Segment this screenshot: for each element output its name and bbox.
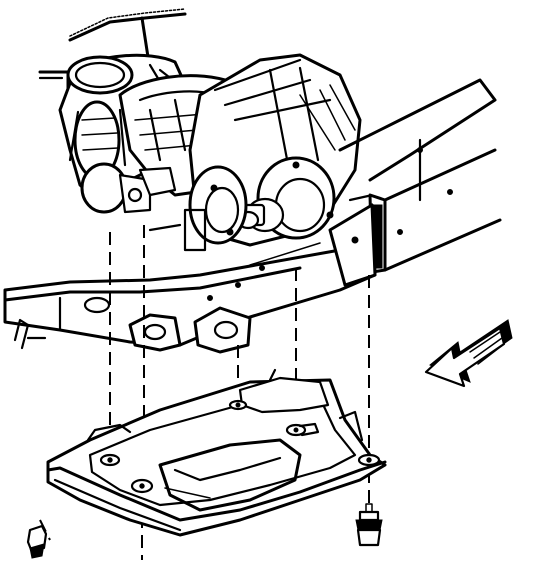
nut-icon — [26, 524, 48, 559]
upper-frame-crossmember — [38, 8, 187, 90]
front-crossmember — [3, 203, 377, 354]
bolt-icon — [355, 503, 383, 547]
front-direction-arrow-icon — [424, 319, 513, 388]
skid-plate — [46, 368, 387, 537]
transfer-case-assembly — [148, 53, 362, 252]
